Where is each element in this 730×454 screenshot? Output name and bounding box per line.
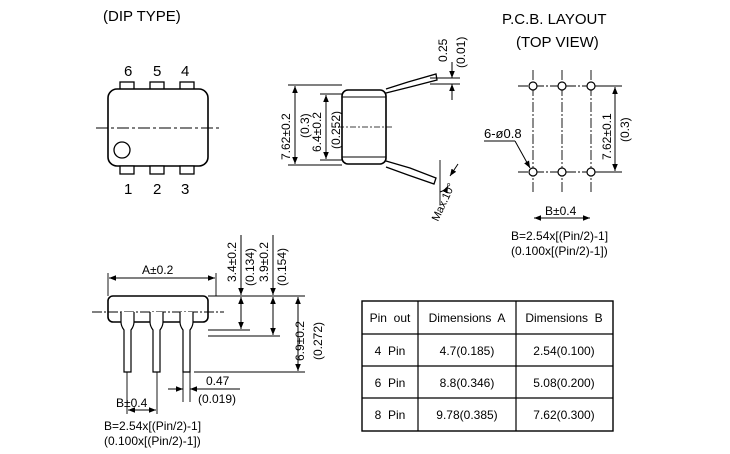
pin1-marker bbox=[113, 141, 131, 159]
dim-width-in: (0.3) bbox=[298, 113, 312, 138]
pcb-hole bbox=[586, 167, 596, 177]
pin-label-2: 2 bbox=[153, 181, 161, 198]
dip-title: (DIP TYPE) bbox=[103, 8, 181, 25]
front-total-mm: 6.9±0.2 bbox=[293, 321, 307, 361]
side-view: 7.62±0.2 (0.3) 6.4±0.2 (0.252) 0.25 (0.0… bbox=[279, 37, 468, 224]
pcb-height-mm: 7.62±0.1 bbox=[600, 113, 614, 160]
dip-top-view: (DIP TYPE) 6 5 4 1 2 3 bbox=[96, 8, 222, 198]
pcb-subtitle: (TOP VIEW) bbox=[516, 34, 599, 51]
pcb-b-label: B±0.4 bbox=[545, 204, 577, 218]
front-pin bbox=[149, 312, 164, 373]
dim-body-mm: 6.4±0.2 bbox=[310, 112, 324, 152]
dim-angle: Max.10° bbox=[430, 182, 458, 224]
table-cell: 4.7(0.185) bbox=[440, 344, 495, 358]
table-cell: 9.78(0.385) bbox=[436, 408, 497, 422]
pcb-hole bbox=[557, 167, 567, 177]
pcb-height-in: (0.3) bbox=[618, 117, 632, 142]
front-seat-mm: 3.9±0.2 bbox=[257, 242, 271, 282]
table-cell: 6 Pin bbox=[375, 376, 406, 390]
pcb-hole-label: 6-ø0.8 bbox=[484, 126, 522, 141]
pcb-layout: P.C.B. LAYOUT (TOP VIEW) 6-ø0.8 7.62±0.1… bbox=[484, 11, 632, 258]
front-formula-1: B=2.54x[(Pin/2)-1] bbox=[104, 419, 201, 433]
front-a-label: A±0.2 bbox=[142, 263, 174, 277]
front-body-h-in: (0.134) bbox=[243, 248, 257, 286]
front-formula-2: (0.100x[(Pin/2)-1]) bbox=[104, 434, 201, 448]
pcb-title: P.C.B. LAYOUT bbox=[502, 11, 606, 28]
front-b-label: B±0.4 bbox=[116, 396, 148, 410]
table-cell: 4 Pin bbox=[375, 344, 406, 358]
pcb-hole bbox=[528, 81, 538, 91]
table-cell: 5.08(0.200) bbox=[533, 376, 594, 390]
pin-label-1: 1 bbox=[124, 181, 132, 198]
bottom-pin-3 bbox=[179, 165, 195, 175]
bottom-pin-1 bbox=[119, 165, 135, 175]
pin-label-3: 3 bbox=[181, 181, 189, 198]
dim-lead-mm: 0.25 bbox=[436, 38, 450, 62]
table-cell: 8.8(0.346) bbox=[440, 376, 495, 390]
table-header-dim-a: Dimensions A bbox=[429, 311, 506, 325]
front-body-h-mm: 3.4±0.2 bbox=[225, 242, 239, 282]
dimension-table: Pin out Dimensions A Dimensions B 4 Pin … bbox=[361, 300, 614, 432]
dim-lead-in: (0.01) bbox=[454, 37, 468, 68]
table-header-pinout: Pin out bbox=[370, 311, 411, 325]
pcb-formula-1: B=2.54x[(Pin/2)-1] bbox=[511, 229, 608, 243]
pcb-hole bbox=[528, 167, 538, 177]
pin-label-4: 4 bbox=[181, 63, 189, 80]
table-cell: 8 Pin bbox=[375, 408, 406, 422]
front-pin-w-mm: 0.47 bbox=[206, 374, 230, 388]
pcb-hole bbox=[586, 81, 596, 91]
bottom-pin-2 bbox=[149, 165, 165, 175]
front-seat-in: (0.154) bbox=[275, 248, 289, 286]
pcb-hole bbox=[557, 81, 567, 91]
dim-width-mm: 7.62±0.2 bbox=[279, 113, 293, 160]
front-pin-w-in: (0.019) bbox=[198, 392, 236, 406]
table-cell: 7.62(0.300) bbox=[533, 408, 594, 422]
front-view: A±0.2 3.4±0.2 (0.134) 3.9±0.2 (0.154) 6 bbox=[92, 235, 325, 448]
pcb-formula-2: (0.100x[(Pin/2)-1]) bbox=[511, 244, 608, 258]
front-total-in: (0.272) bbox=[311, 322, 325, 360]
front-pin bbox=[179, 312, 194, 373]
side-lower-lead bbox=[385, 160, 437, 185]
table-cell: 2.54(0.100) bbox=[533, 344, 594, 358]
pin-label-5: 5 bbox=[153, 63, 161, 80]
pin-label-6: 6 bbox=[124, 63, 132, 80]
side-upper-lead bbox=[385, 73, 438, 94]
table-header-dim-b: Dimensions B bbox=[525, 311, 602, 325]
dim-body-in: (0.252) bbox=[329, 111, 343, 149]
front-pin bbox=[120, 312, 135, 373]
